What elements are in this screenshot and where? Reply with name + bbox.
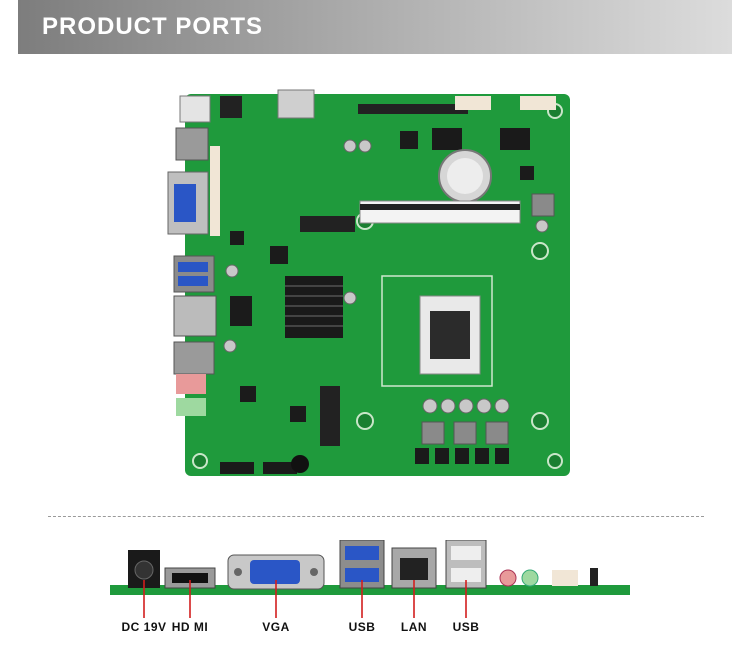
hdmi-conn — [175, 127, 209, 161]
motherboard-top-view — [160, 86, 580, 486]
usb2-conn — [173, 341, 215, 375]
top-fan-header — [455, 96, 491, 110]
small-connector — [552, 570, 578, 586]
port-label-vga: VGA — [262, 620, 290, 634]
page-title: PRODUCT PORTS — [42, 13, 264, 40]
bottom-headers — [220, 448, 509, 474]
port-label-usb2: USB — [452, 620, 480, 634]
buzzer — [291, 455, 309, 473]
usb3-conn — [173, 255, 215, 293]
rear-io-illustration — [110, 539, 630, 618]
section-divider — [48, 516, 704, 517]
audio-pink-jack — [499, 569, 517, 587]
m2-slot-bottom — [320, 386, 340, 446]
top-usb — [277, 89, 315, 119]
vga-inner — [174, 184, 196, 222]
inductors — [421, 193, 555, 445]
cpu-socket-outline — [381, 275, 493, 387]
header-banner: PRODUCT PORTS — [18, 0, 732, 54]
port-label-hdmi: HD MI — [171, 620, 209, 634]
audio-green — [176, 398, 206, 416]
motherboard-illustration — [167, 89, 570, 476]
port-label-dc: DC 19V — [121, 620, 167, 634]
rear-io-view — [110, 539, 640, 640]
side-connector — [210, 146, 220, 236]
pcb — [185, 94, 570, 476]
pcb-edge — [110, 585, 630, 595]
port-label-lan: LAN — [400, 620, 428, 634]
sata-2 — [500, 128, 530, 150]
audio-green-jack — [521, 569, 539, 587]
m2-slot-top — [300, 216, 355, 232]
sata-1 — [432, 128, 462, 150]
power-header — [220, 96, 242, 118]
leader-lines — [143, 580, 467, 618]
ic-chips — [230, 131, 534, 422]
top-pin-header — [358, 104, 468, 114]
dc-jack-conn — [179, 95, 211, 123]
capacitors — [223, 139, 549, 414]
audio-pink — [176, 374, 206, 394]
port-label-usb3: USB — [348, 620, 376, 634]
lan-conn — [173, 295, 217, 337]
